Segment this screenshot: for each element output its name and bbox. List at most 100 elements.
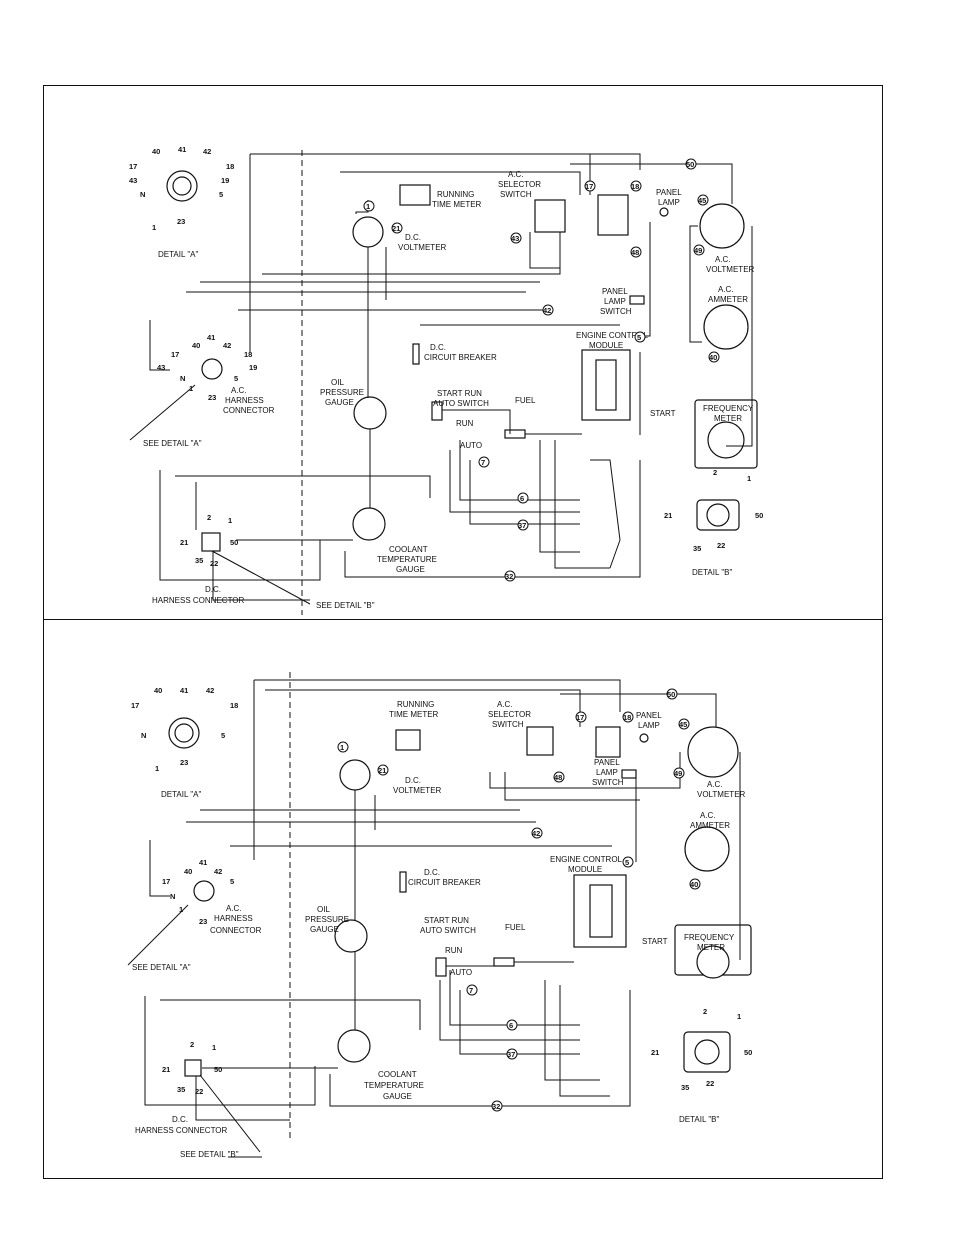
svg-text:40: 40 bbox=[709, 353, 717, 362]
svg-text:VOLTMETER: VOLTMETER bbox=[398, 243, 447, 252]
dc-harness-connector: 2 1 21 50 35 22 D.C. HARNESS CONNECTOR S… bbox=[152, 513, 375, 610]
svg-text:LAMP: LAMP bbox=[658, 198, 680, 207]
svg-text:17: 17 bbox=[585, 182, 593, 191]
wire-num-19: 19 bbox=[221, 176, 229, 185]
fuel-label-2: FUEL bbox=[505, 923, 526, 932]
panel-lamp-2: PANEL LAMP bbox=[636, 711, 662, 743]
svg-text:22: 22 bbox=[195, 1087, 203, 1096]
svg-text:2: 2 bbox=[713, 468, 717, 477]
svg-text:D.C.: D.C. bbox=[430, 343, 446, 352]
svg-text:AUTO SWITCH: AUTO SWITCH bbox=[433, 399, 489, 408]
svg-text:VOLTMETER: VOLTMETER bbox=[697, 790, 746, 799]
svg-text:A.C.: A.C. bbox=[707, 780, 723, 789]
svg-text:43: 43 bbox=[157, 363, 165, 372]
wire-num-1: 1 bbox=[152, 223, 156, 232]
svg-text:5: 5 bbox=[221, 731, 225, 740]
diagram-frame bbox=[43, 85, 883, 1179]
svg-text:18: 18 bbox=[244, 350, 252, 359]
svg-text:17: 17 bbox=[171, 350, 179, 359]
panel-lamp-switch: PANEL LAMP SWITCH bbox=[600, 287, 645, 316]
detail-a-connector: 40 41 42 17 18 43 19 N 5 1 23 DETAIL "A" bbox=[129, 145, 234, 259]
svg-text:SWITCH: SWITCH bbox=[492, 720, 524, 729]
svg-text:N: N bbox=[180, 374, 185, 383]
svg-text:LAMP: LAMP bbox=[638, 721, 660, 730]
svg-text:50: 50 bbox=[755, 511, 763, 520]
svg-text:D.C.: D.C. bbox=[405, 776, 421, 785]
oil-pressure-gauge-2: OIL PRESSURE GAUGE bbox=[305, 905, 368, 953]
fuel-label: FUEL bbox=[515, 396, 536, 405]
svg-text:23: 23 bbox=[180, 758, 188, 767]
svg-text:RUNNING: RUNNING bbox=[437, 190, 474, 199]
svg-text:VOLTMETER: VOLTMETER bbox=[706, 265, 755, 274]
detail-b-label: DETAIL "B" bbox=[692, 568, 733, 577]
svg-text:50: 50 bbox=[744, 1048, 752, 1057]
dc-circuit-breaker: D.C. CIRCUIT BREAKER bbox=[412, 343, 497, 365]
svg-text:HARNESS CONNECTOR: HARNESS CONNECTOR bbox=[152, 596, 245, 605]
detail-a-label: DETAIL "A" bbox=[158, 250, 199, 259]
svg-text:HARNESS: HARNESS bbox=[225, 396, 264, 405]
svg-text:A.C.: A.C. bbox=[231, 386, 247, 395]
svg-text:21: 21 bbox=[392, 224, 400, 233]
svg-text:DETAIL "A": DETAIL "A" bbox=[161, 790, 202, 799]
svg-text:GAUGE: GAUGE bbox=[310, 925, 339, 934]
svg-text:D.C.: D.C. bbox=[424, 868, 440, 877]
coolant-temperature-gauge: COOLANT TEMPERATURE GAUGE bbox=[352, 507, 437, 574]
svg-text:DETAIL "B": DETAIL "B" bbox=[679, 1115, 720, 1124]
svg-text:OIL: OIL bbox=[331, 378, 344, 387]
svg-text:START RUN: START RUN bbox=[437, 389, 482, 398]
wire-num-40: 40 bbox=[152, 147, 160, 156]
detail-b-connector: 2 1 21 50 35 22 DETAIL "B" bbox=[664, 468, 763, 577]
svg-text:SWITCH: SWITCH bbox=[500, 190, 532, 199]
svg-text:VOLTMETER: VOLTMETER bbox=[393, 786, 442, 795]
svg-text:A.C.: A.C. bbox=[508, 170, 524, 179]
see-detail-a-label: SEE DETAIL "A" bbox=[143, 439, 202, 448]
svg-text:35: 35 bbox=[681, 1083, 689, 1092]
svg-text:21: 21 bbox=[378, 766, 386, 775]
svg-text:1: 1 bbox=[747, 474, 751, 483]
svg-text:50: 50 bbox=[686, 160, 694, 169]
svg-text:18: 18 bbox=[230, 701, 238, 710]
svg-text:SEE DETAIL "A": SEE DETAIL "A" bbox=[132, 963, 191, 972]
svg-text:A.C.: A.C. bbox=[700, 811, 716, 820]
start-run-auto-switch-2: START RUN AUTO SWITCH RUN AUTO bbox=[420, 916, 476, 977]
svg-text:RUN: RUN bbox=[445, 946, 463, 955]
fuel-solenoid-2 bbox=[493, 957, 515, 967]
svg-text:2: 2 bbox=[190, 1040, 194, 1049]
svg-text:A.C.: A.C. bbox=[715, 255, 731, 264]
wire-num-18: 18 bbox=[226, 162, 234, 171]
svg-text:CIRCUIT BREAKER: CIRCUIT BREAKER bbox=[408, 878, 481, 887]
svg-text:42: 42 bbox=[532, 829, 540, 838]
svg-text:41: 41 bbox=[180, 686, 188, 695]
wiring-bottom bbox=[127, 679, 741, 1158]
running-time-meter: RUNNING TIME METER bbox=[399, 184, 482, 209]
svg-text:49: 49 bbox=[674, 769, 682, 778]
svg-text:CIRCUIT BREAKER: CIRCUIT BREAKER bbox=[424, 353, 497, 362]
svg-text:PANEL: PANEL bbox=[636, 711, 662, 720]
svg-text:23: 23 bbox=[199, 917, 207, 926]
svg-text:CONNECTOR: CONNECTOR bbox=[210, 926, 262, 935]
ac-selector-switch-2: A.C. SELECTOR SWITCH bbox=[488, 700, 621, 758]
svg-text:SWITCH: SWITCH bbox=[592, 778, 624, 787]
svg-text:PANEL: PANEL bbox=[594, 758, 620, 767]
oil-pressure-gauge: OIL PRESSURE GAUGE bbox=[320, 378, 387, 430]
panel-lamp-switch-2: PANEL LAMP SWITCH bbox=[592, 758, 637, 787]
wiring-top bbox=[129, 153, 753, 605]
svg-text:PANEL: PANEL bbox=[602, 287, 628, 296]
svg-text:5: 5 bbox=[230, 877, 234, 886]
svg-text:1: 1 bbox=[179, 905, 183, 914]
svg-text:D.C.: D.C. bbox=[172, 1115, 188, 1124]
svg-text:40: 40 bbox=[690, 880, 698, 889]
running-time-meter-2: RUNNING TIME METER bbox=[389, 700, 439, 751]
svg-text:17: 17 bbox=[162, 877, 170, 886]
detail-b-connector-2: 2 1 21 50 35 22 DETAIL "B" bbox=[651, 1007, 752, 1124]
svg-text:41: 41 bbox=[207, 333, 215, 342]
svg-text:AMMETER: AMMETER bbox=[690, 821, 730, 830]
svg-text:SELECTOR: SELECTOR bbox=[498, 180, 541, 189]
svg-text:35: 35 bbox=[177, 1085, 185, 1094]
svg-text:FREQUENCY: FREQUENCY bbox=[684, 933, 735, 942]
svg-text:RUNNING: RUNNING bbox=[397, 700, 434, 709]
ac-ammeter: A.C. AMMETER bbox=[703, 285, 749, 350]
svg-text:AUTO: AUTO bbox=[460, 441, 482, 450]
svg-text:GAUGE: GAUGE bbox=[396, 565, 425, 574]
